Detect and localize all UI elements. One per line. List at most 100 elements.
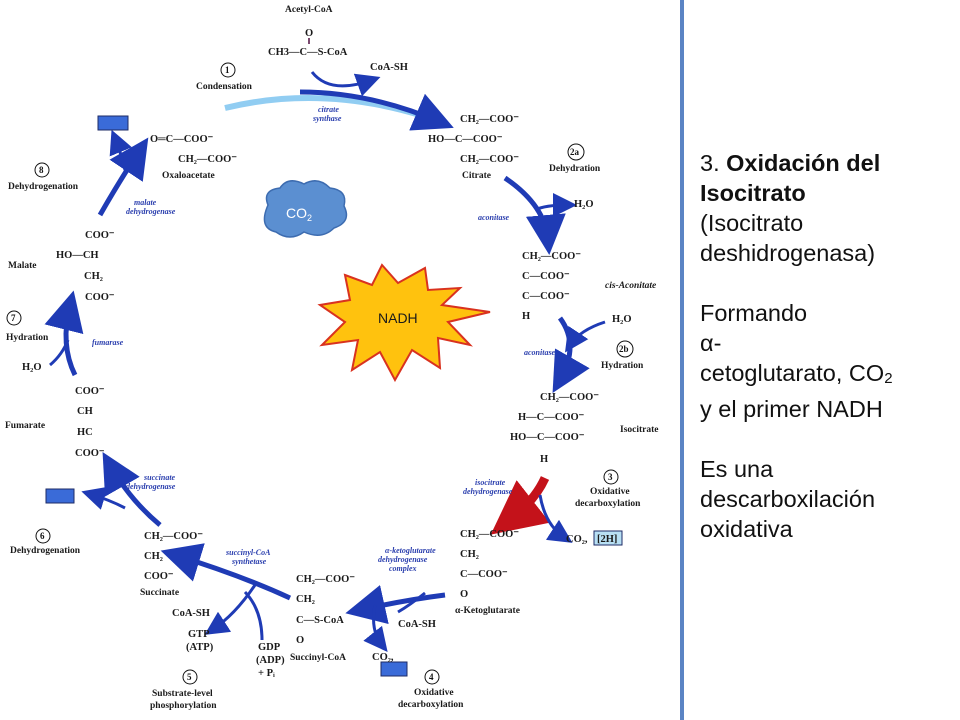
step-5-label-1: Substrate-level <box>152 689 213 699</box>
oxaloacetate-row2: CH₂—COO⁻ <box>178 154 237 165</box>
enzyme-citrate-synthase-1: citrate <box>318 105 339 114</box>
step-2a-number: 2a <box>570 147 580 157</box>
step-4-label-1: Oxidative <box>414 688 454 698</box>
citrate-row2: HO—C—COO⁻ <box>428 134 503 145</box>
panel-title-line-2: Isocitrato <box>700 178 955 208</box>
panel-product-line: cetoglutarato, CO2 <box>700 358 955 394</box>
akg-row1: CH₂—COO⁻ <box>460 529 519 540</box>
vertical-divider <box>680 0 684 720</box>
panel-desc-3: oxidativa <box>700 516 793 542</box>
atp: (ATP) <box>186 642 214 653</box>
tag-2h-step4 <box>380 661 408 677</box>
arrow-malate-dehydrogenation <box>97 137 149 217</box>
acetyl-coa-formula: CH3—C—S-CoA <box>268 47 348 58</box>
isocitrate-row4: H <box>540 454 548 465</box>
step-4-number: 4 <box>429 672 434 682</box>
arrow-condensation <box>299 89 454 131</box>
enzyme-citrate-synthase-2: synthase <box>312 114 342 123</box>
coa-sh-1: CoA-SH <box>370 62 408 73</box>
enzyme-mdh-2: dehydrogenase <box>126 207 176 216</box>
succinyl-coa-name: Succinyl-CoA <box>290 653 346 663</box>
panel-product-sub: 2 <box>884 370 893 387</box>
co2-label: CO <box>286 205 307 221</box>
water-out: H₂O <box>574 199 593 210</box>
enzyme-sdh-1: succinate <box>143 473 176 482</box>
panel-step-number: 3. <box>700 150 720 176</box>
citrate-name: Citrate <box>462 171 491 181</box>
succinyl-coa-row1: CH₂—COO⁻ <box>296 574 355 585</box>
step-3-number: 3 <box>608 472 613 482</box>
cis-aconitate-row3: C—COO⁻ <box>522 291 570 302</box>
succinate-row2: CH₂ <box>144 551 163 562</box>
arrow-succinate-dehydrogenation <box>102 451 162 527</box>
step-6-number: 6 <box>40 531 45 541</box>
step-5-label-2: phosphorylation <box>150 701 217 711</box>
arrow-dehydration <box>503 175 566 255</box>
succinate-row3: COO⁻ <box>144 571 174 582</box>
akg-row2: CH₂ <box>460 549 479 560</box>
coa-sh-3: CoA-SH <box>172 608 210 619</box>
gtp: GTP <box>188 629 210 640</box>
citric-acid-cycle-diagram: [2H] CO2 NADH Acetyl-CoA O CH3—C—S-CoA C… <box>5 5 659 711</box>
panel-forming: Formando <box>700 300 808 326</box>
cycle-svg: [2H] CO2 NADH Acetyl-CoA O CH3—C—S-CoA C… <box>5 5 659 711</box>
arrow-water-out <box>534 193 577 218</box>
enzyme-scs-1: succinyl-CoA <box>225 548 271 557</box>
step-1-number: 1 <box>225 65 230 75</box>
enzyme-akgdh-1: α-ketoglutarate <box>385 546 436 555</box>
isocitrate-row3: HO—C—COO⁻ <box>510 432 585 443</box>
co2-cloud: CO2 <box>263 180 348 238</box>
malate-row1: COO⁻ <box>85 230 115 241</box>
tag-2h-text: [2H] <box>597 534 617 545</box>
water-in-2b: H₂O <box>612 314 631 325</box>
arrow-water-in-7 <box>49 339 70 367</box>
arrow-isocitrate-oxidation <box>490 476 550 535</box>
water-in-7: H₂O <box>22 362 41 373</box>
isocitrate-row2: H—C—COO⁻ <box>518 412 585 423</box>
citrate-row3: CH₂—COO⁻ <box>460 154 519 165</box>
step-8-number: 8 <box>39 165 44 175</box>
acetyl-coa-name: Acetyl-CoA <box>285 5 333 15</box>
arrow-fadh2-out <box>81 486 126 510</box>
nadh-label: NADH <box>378 310 418 326</box>
fumarate-row3: HC <box>77 427 93 438</box>
arrow-akg-oxidation <box>345 585 446 625</box>
panel-desc-2: descarboxilación <box>700 486 876 512</box>
akg-row4: O <box>460 589 468 600</box>
panel-desc-1: Es una <box>700 456 774 482</box>
step-2b-number: 2b <box>619 344 629 354</box>
enzyme-aconitase-b: aconitase <box>524 348 556 357</box>
arrow-water-in <box>565 320 606 353</box>
step-2b-label: Hydration <box>601 361 644 371</box>
tag-2h-step8 <box>97 115 129 131</box>
malate-row2: HO—CH <box>56 250 99 261</box>
step-7-label: Hydration <box>6 333 49 343</box>
acetyl-coa-oxygen: O <box>305 28 313 39</box>
oxaloacetate-name: Oxaloacetate <box>162 171 215 181</box>
fumarate-row1: COO⁻ <box>75 386 105 397</box>
succinyl-coa-row4: O <box>296 635 304 646</box>
step-3-label-2: decarboxylation <box>575 499 641 509</box>
enzyme-fumarase: fumarase <box>92 338 124 347</box>
gdp: GDP <box>258 642 281 653</box>
panel-product-text: cetoglutarato, CO <box>700 360 885 386</box>
arrow-co2-release-3 <box>538 494 573 543</box>
step-5-number: 5 <box>187 672 192 682</box>
step-8-label: Dehydrogenation <box>8 182 79 192</box>
step-7-number: 7 <box>11 313 16 323</box>
adp: (ADP) <box>256 655 285 666</box>
cis-aconitate-row4: H <box>522 311 530 322</box>
arrow-coa-release <box>310 71 381 97</box>
succinate-name: Succinate <box>140 588 179 598</box>
enzyme-scs-2: synthetase <box>231 557 267 566</box>
enzyme-icdh-1: isocitrate <box>475 478 506 487</box>
explanation-panel: 3. Oxidación del Isocitrato (Isocitrato … <box>700 148 955 544</box>
enzyme-akgdh-3: complex <box>389 564 417 573</box>
citrate-row1: CH₂—COO⁻ <box>460 114 519 125</box>
enzyme-akgdh-2: dehydrogenase <box>378 555 428 564</box>
tag-2h-step3 <box>593 530 623 546</box>
step-4-label-2: decarboxylation <box>398 700 464 710</box>
malate-row3: CH₂ <box>84 271 103 282</box>
panel-title-2: Isocitrato <box>700 180 806 206</box>
akg-row3: C—COO⁻ <box>460 569 508 580</box>
